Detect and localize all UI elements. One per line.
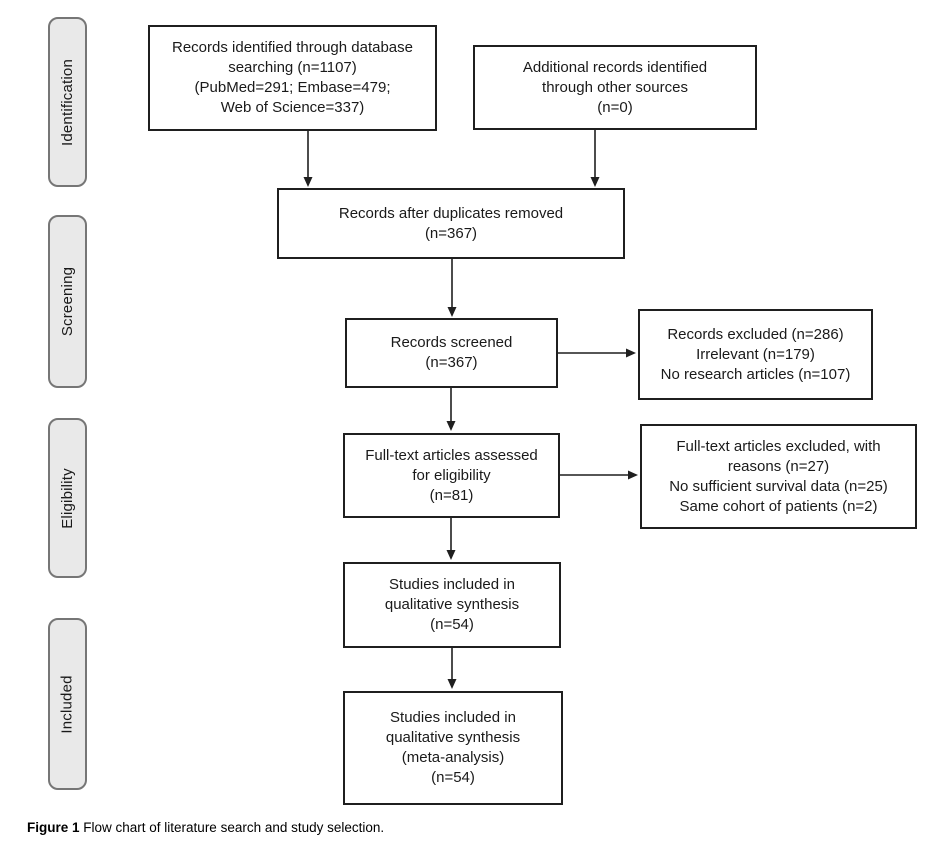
stage-label-eligibility: Eligibility	[48, 418, 87, 578]
flow-box-fulltext-excluded: Full-text articles excluded, with reason…	[640, 424, 917, 529]
flow-box-records-identified-text: Records identified through database sear…	[172, 39, 413, 116]
flow-box-meta-analysis: Studies included in qualitative synthesi…	[343, 691, 563, 805]
figure-caption-text: Flow chart of literature search and stud…	[79, 820, 385, 835]
flow-box-qualitative-synthesis-text: Studies included in qualitative synthesi…	[384, 576, 520, 633]
flow-box-records-excluded-text: Records excluded (n=286) Irrelevant (n=1…	[660, 325, 851, 383]
figure-caption-label: Figure 1	[27, 820, 80, 835]
stage-label-screening-text: Screening	[59, 266, 77, 337]
figure-caption: Figure 1 Flow chart of literature search…	[27, 820, 384, 835]
flow-box-duplicates-removed-text: Records after duplicates removed (n=367)	[338, 204, 564, 242]
flow-box-records-screened: Records screened (n=367)	[345, 318, 558, 388]
stage-label-identification: Identification	[48, 17, 87, 187]
stage-label-eligibility-text: Eligibility	[59, 467, 76, 529]
stage-label-screening: Screening	[48, 215, 87, 388]
flow-box-fulltext-assessed: Full-text articles assessed for eligibil…	[343, 433, 560, 518]
flow-box-meta-analysis-text: Studies included in qualitative synthesi…	[385, 709, 521, 786]
flow-box-records-excluded: Records excluded (n=286) Irrelevant (n=1…	[638, 309, 873, 400]
flow-box-fulltext-excluded-text: Full-text articles excluded, with reason…	[669, 437, 888, 515]
flow-box-records-identified: Records identified through database sear…	[148, 25, 437, 131]
flow-box-records-screened-text: Records screened (n=367)	[390, 334, 513, 371]
flow-box-duplicates-removed: Records after duplicates removed (n=367)	[277, 188, 625, 259]
flow-box-additional-records-text: Additional records identified through ot…	[522, 58, 708, 116]
flow-box-additional-records: Additional records identified through ot…	[473, 45, 757, 130]
stage-label-identification-text: Identification	[59, 58, 76, 146]
stage-label-included: Included	[48, 618, 87, 790]
flow-box-qualitative-synthesis: Studies included in qualitative synthesi…	[343, 562, 561, 648]
flow-box-fulltext-assessed-text: Full-text articles assessed for eligibil…	[365, 446, 538, 504]
stage-label-included-text: Included	[59, 674, 76, 734]
